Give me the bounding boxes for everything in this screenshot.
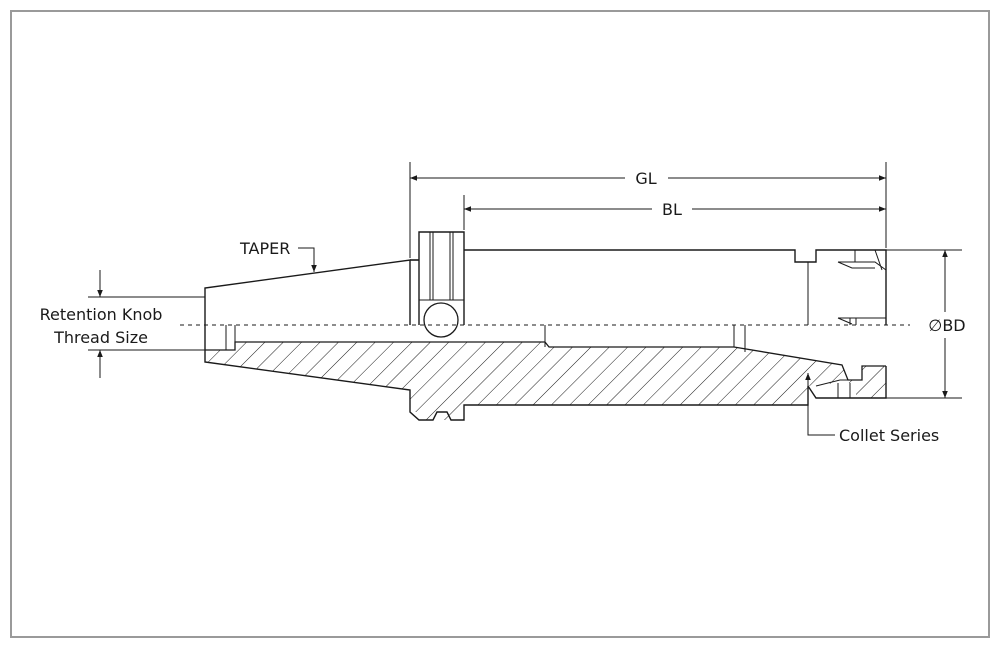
flange-groove	[419, 232, 464, 301]
section-outline	[204, 325, 887, 421]
retention-label-line2: Thread Size	[53, 328, 148, 347]
bl-label: BL	[662, 200, 682, 219]
bd-label: ∅BD	[928, 316, 965, 335]
nut-detail	[837, 249, 887, 325]
collet-series-label: Collet Series	[839, 426, 939, 445]
drive-key-circle	[423, 302, 459, 338]
retention-label-line1: Retention Knob	[40, 305, 163, 324]
collet-series-leader	[805, 373, 835, 436]
section-hatch	[205, 342, 886, 420]
gl-label: GL	[635, 169, 656, 188]
body-outline	[464, 249, 887, 325]
taper-leader	[298, 247, 317, 272]
taper-outline	[204, 259, 411, 325]
drawing-border	[10, 10, 990, 638]
flange-outline	[410, 231, 465, 325]
nut-section	[815, 379, 851, 398]
taper-label: TAPER	[239, 239, 290, 258]
